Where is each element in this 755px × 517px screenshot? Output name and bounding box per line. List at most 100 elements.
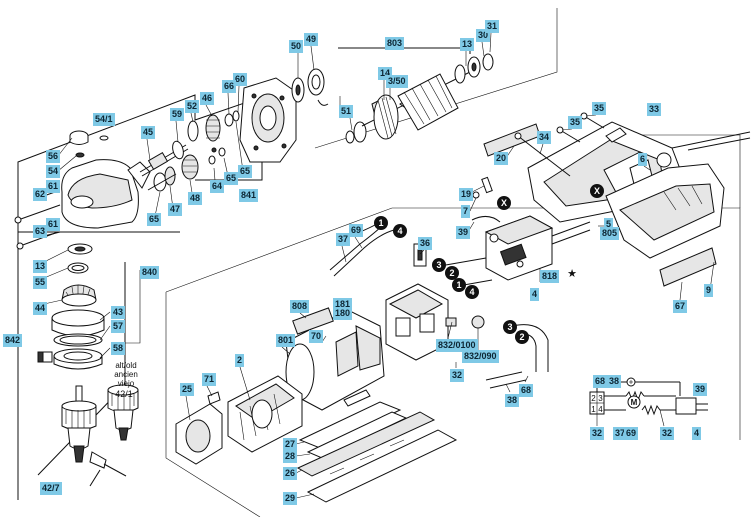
armature <box>345 53 494 144</box>
circuit-cell-1: 2 <box>591 394 596 403</box>
wire-marker-m1a: 1 <box>374 216 388 230</box>
wire-marker-m3b: 3 <box>503 320 517 334</box>
part-label-l50: 50 <box>289 40 304 53</box>
part-label-l55: 55 <box>33 276 48 289</box>
circuit-schematic <box>589 377 708 427</box>
part-label-l39b: 39 <box>693 383 708 396</box>
circuit-cell-3: 1 <box>591 405 596 414</box>
part-label-l68b: 68 <box>593 375 608 388</box>
part-label-l71: 71 <box>202 373 217 386</box>
cap-parts <box>69 130 109 158</box>
part-label-l58: 58 <box>111 342 126 355</box>
drill-chuck <box>61 385 97 463</box>
part-label-l65a: 65 <box>224 172 239 185</box>
part-label-l2: 2 <box>235 354 245 367</box>
part-label-l13a: 13 <box>460 38 475 51</box>
part-label-l37a: 37 <box>336 233 351 246</box>
part-label-l66: 66 <box>222 80 237 93</box>
part-label-l38a: 38 <box>505 394 520 407</box>
part-label-l63: 63 <box>33 225 48 238</box>
gear-train <box>139 110 240 192</box>
wire-marker-m4b: 4 <box>465 285 479 299</box>
wire-marker-m2a: 2 <box>445 266 459 280</box>
part-label-l6: 6 <box>638 153 648 166</box>
wire-marker-mXa: X <box>497 196 511 210</box>
part-label-l61b: 61 <box>46 218 61 231</box>
part-label-l803: 803 <box>385 37 405 50</box>
part-label-l68a: 68 <box>519 384 534 397</box>
part-label-l69a: 69 <box>349 224 364 237</box>
part-label-l801: 801 <box>276 334 296 347</box>
part-label-l37b: 37 <box>613 427 628 440</box>
wire-marker-mXb: X <box>590 184 604 198</box>
part-label-l4b: 4 <box>692 427 702 440</box>
part-label-l29: 29 <box>283 492 298 505</box>
brush-holder <box>385 243 485 361</box>
gear-head-housing <box>61 159 151 229</box>
wire-marker-m1b: 1 <box>452 278 466 292</box>
cable-bits <box>471 176 501 223</box>
part-label-l818: 818 <box>540 270 560 283</box>
part-label-l34: 34 <box>537 131 552 144</box>
part-label-l7: 7 <box>461 205 471 218</box>
part-label-l840: 840 <box>140 266 160 279</box>
part-label-l60: 60 <box>233 73 248 86</box>
rails <box>296 389 458 503</box>
fan-guide <box>175 391 223 465</box>
part-label-l32c: 32 <box>660 427 675 440</box>
part-label-l57: 57 <box>111 320 126 333</box>
spindle-stack <box>61 243 97 307</box>
part-label-l842: 842 <box>3 334 23 347</box>
gear-housing-cover <box>239 77 297 163</box>
part-label-l832_090: 832/090 <box>462 350 499 363</box>
part-label-l61a: 61 <box>46 180 61 193</box>
part-label-l49: 49 <box>304 33 319 46</box>
switch-module <box>484 215 591 281</box>
part-label-l19: 19 <box>459 188 474 201</box>
part-label-l13b: 13 <box>33 260 48 273</box>
circuit-cell-2: 3 <box>598 394 603 403</box>
switch-cover <box>605 163 725 259</box>
part-label-l45: 45 <box>141 126 156 139</box>
part-label-l43: 43 <box>111 306 126 319</box>
part-label-l67: 67 <box>673 300 688 313</box>
part-label-l47: 47 <box>168 203 183 216</box>
leader-lines <box>43 32 715 499</box>
part-label-l28: 28 <box>283 450 298 463</box>
part-label-l25: 25 <box>180 383 195 396</box>
part-label-l9: 9 <box>704 284 714 297</box>
circuit-motor: M <box>630 398 638 407</box>
part-label-l52: 52 <box>185 100 200 113</box>
part-label-l39a: 39 <box>456 226 471 239</box>
old-drill-chuck <box>107 384 139 441</box>
alt-old-note: alt/old ancien viejo <box>114 361 138 388</box>
part-label-l5: 5 <box>604 218 614 231</box>
label-strips <box>483 123 717 287</box>
part-label-l805: 805 <box>600 227 620 240</box>
part-label-l69b: 69 <box>624 427 639 440</box>
part-label-l20: 20 <box>494 152 509 165</box>
part-label-l62: 62 <box>33 188 48 201</box>
wire-marker-m3a: 3 <box>432 258 446 272</box>
part-label-l35b: 35 <box>568 116 583 129</box>
part-label-l38b: 38 <box>607 375 622 388</box>
part-label-l44: 44 <box>33 302 48 315</box>
part-label-l70: 70 <box>309 330 324 343</box>
part-label-l56: 56 <box>46 150 61 163</box>
part-label-l31: 31 <box>485 20 500 33</box>
alt-old-ref: 42/1 <box>115 389 133 399</box>
part-label-l65c: 65 <box>147 213 162 226</box>
wire-marker-m2b: 2 <box>515 330 529 344</box>
part-label-l59: 59 <box>170 108 185 121</box>
part-label-l841: 841 <box>239 189 259 202</box>
part-label-l180: 180 <box>333 307 353 320</box>
bearing-50-49 <box>291 68 329 106</box>
part-label-l27: 27 <box>283 438 298 451</box>
part-label-l26: 26 <box>283 467 298 480</box>
part-label-l46: 46 <box>200 92 215 105</box>
part-label-l36: 36 <box>418 237 433 250</box>
part-label-l48: 48 <box>188 192 203 205</box>
part-label-l33: 33 <box>647 103 662 116</box>
part-label-l42_7: 42/7 <box>40 482 62 495</box>
